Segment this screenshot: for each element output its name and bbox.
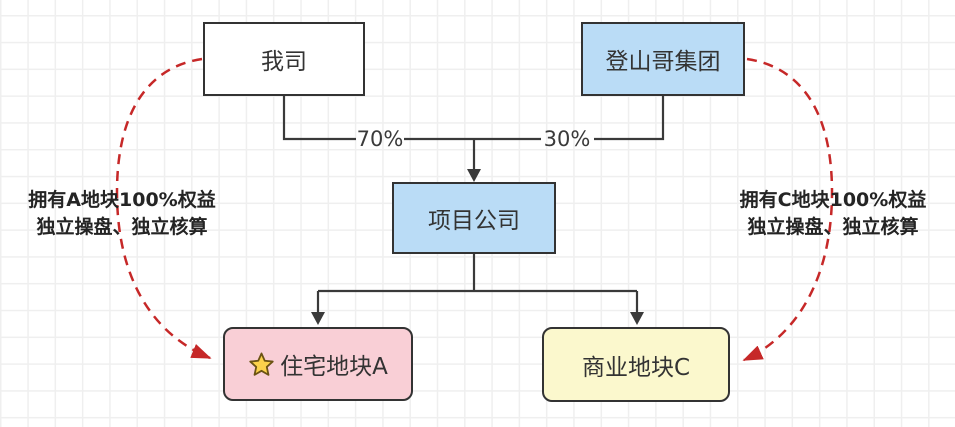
ownership-share-30: 30% <box>543 127 591 151</box>
arrowhead-project <box>467 169 481 182</box>
arrowhead-residential <box>311 312 325 325</box>
node-project-company: 项目公司 <box>392 182 556 254</box>
node-residential-plot-a-label: 住宅地块A <box>280 354 388 380</box>
annotation-plot-c: 拥有C地块100%权益 独立操盘、独立核算 <box>722 187 944 241</box>
annotation-plot-c-line1: 拥有C地块100%权益 <box>739 189 927 211</box>
edge-our-to-bus <box>282 96 474 141</box>
red-dashed-arc-left <box>115 57 212 360</box>
annotation-plot-a-line1: 拥有A地块100%权益 <box>28 189 216 211</box>
annotation-plot-c-line2: 独立操盘、独立核算 <box>747 216 919 238</box>
node-dengshan-group: 登山哥集团 <box>581 22 745 96</box>
node-our-company-label: 我司 <box>261 49 307 75</box>
node-project-company-label: 项目公司 <box>428 208 520 234</box>
node-commercial-plot-c: 商业地块C <box>542 327 730 402</box>
ownership-share-70: 70% <box>356 127 404 151</box>
arrowhead-commercial <box>630 312 644 325</box>
annotation-plot-a-line2: 独立操盘、独立核算 <box>36 216 208 238</box>
edge-group-to-bus <box>474 96 665 141</box>
annotation-plot-a: 拥有A地块100%权益 独立操盘、独立核算 <box>11 187 233 241</box>
node-residential-plot-a: 住宅地块A <box>223 327 413 401</box>
edge-project-to-plots <box>316 254 639 314</box>
star-icon <box>249 352 274 376</box>
red-dashed-arc-right <box>742 57 834 362</box>
node-commercial-plot-c-label: 商业地块C <box>581 354 691 381</box>
node-our-company: 我司 <box>203 22 365 96</box>
node-dengshan-group-label: 登山哥集团 <box>605 49 721 75</box>
